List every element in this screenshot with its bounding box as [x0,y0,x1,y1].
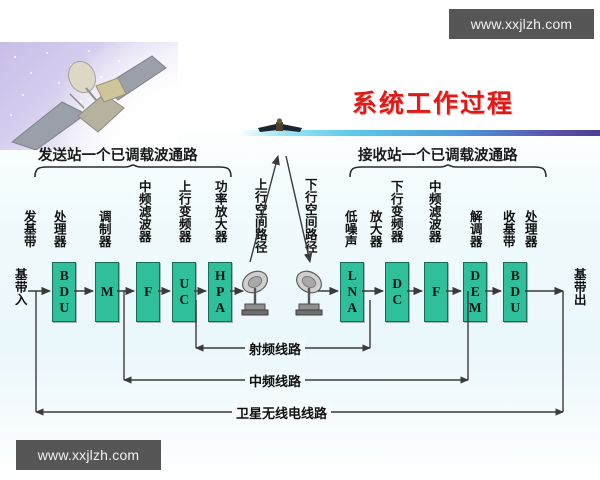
label-uplink-path: 上行空间路径 [252,178,267,253]
label-tx-baseband: 发基带 [21,210,36,248]
label-tx-hpa: 功率放大器 [212,180,227,243]
page-title: 系统工作过程 [352,89,515,118]
section-header-transmit: 发送站一个已调载波通路 [38,148,198,164]
satellite-photo [0,42,178,150]
label-rx-demodulator: 解调器 [467,210,482,248]
satellite-illustration [10,55,167,150]
block-lna[interactable]: LNA [340,262,364,322]
label-tx-if-filter: 中频滤波器 [136,180,151,243]
label-baseband-out: 基带出 [571,268,586,306]
satellite-icon [258,118,302,132]
title-gradient-bar [238,130,600,136]
block-bdu-rx[interactable]: BDU [503,262,527,322]
label-tx-modulator: 调制器 [96,210,111,248]
brace-transmit [34,164,232,178]
label-rx-lownoise: 低噪声 [342,210,357,248]
label-rx-downconverter: 下行变频器 [388,180,403,243]
label-rx-baseband: 收基带 [500,210,515,248]
span-label-if: 中频线路 [245,371,306,390]
block-f-rx[interactable]: F [424,262,448,322]
receive-dish-antenna-icon [295,270,323,316]
block-uc[interactable]: UC [172,262,196,322]
transmit-dish-antenna-icon [241,270,269,316]
span-label-satellite-radio: 卫星无线电线路 [232,403,332,422]
label-rx-if-filter: 中频滤波器 [426,180,441,243]
label-rx-amplifier: 放大器 [367,210,382,248]
block-dem[interactable]: DEM [463,262,487,322]
block-m[interactable]: M [95,262,119,322]
section-header-receive: 接收站一个已调载波通路 [358,148,518,164]
block-bdu-tx[interactable]: BDU [52,262,76,322]
brace-receive [349,164,547,178]
span-label-rf: 射频线路 [245,339,306,358]
block-dc[interactable]: DC [385,262,409,322]
label-downlink-path: 下行空间路径 [302,178,317,253]
block-hpa[interactable]: HPA [208,262,232,322]
label-baseband-in: 基带入 [12,268,27,306]
label-tx-upconverter: 上行变频器 [176,180,191,243]
watermark-bottom: www.xxjlzh.com [16,440,161,470]
watermark-top: www.xxjlzh.com [449,9,594,39]
block-f-tx[interactable]: F [136,262,160,322]
label-tx-processor: 处理器 [51,210,66,248]
label-rx-processor: 处理器 [522,210,537,248]
